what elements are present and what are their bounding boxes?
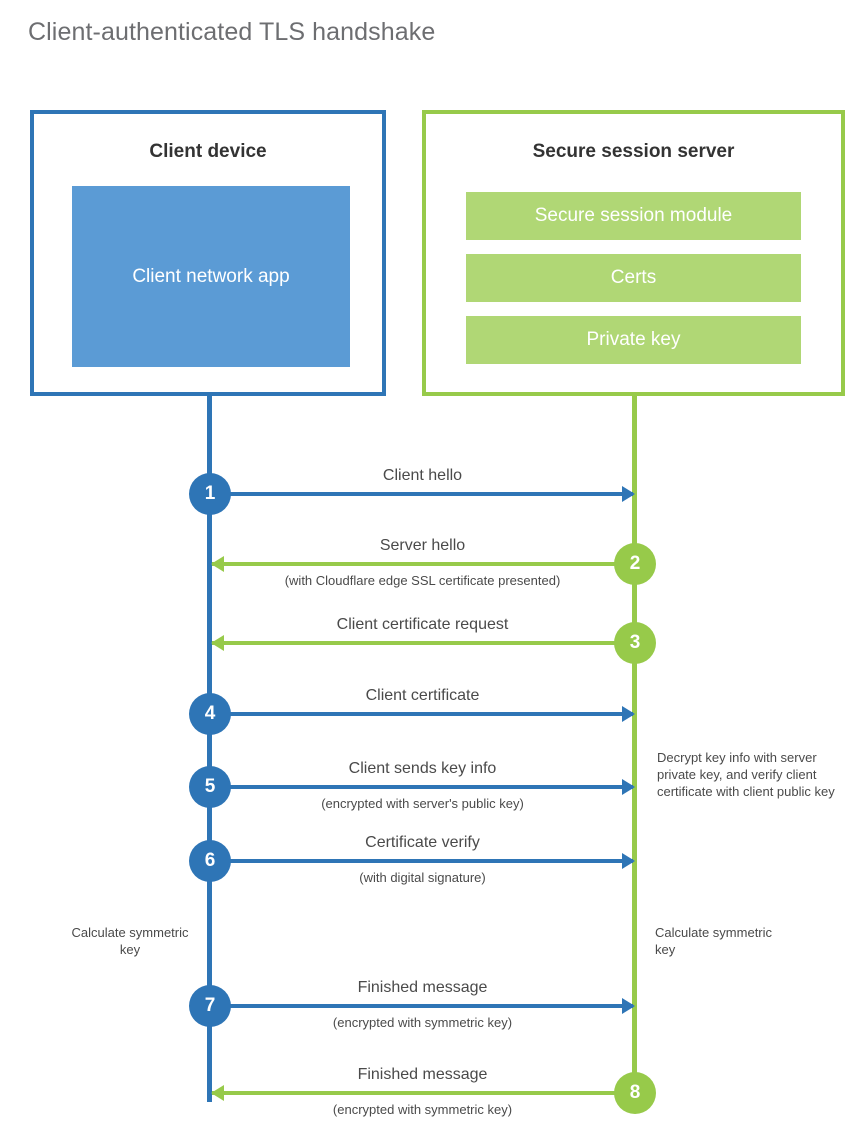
message-label-step-3: Client certificate request xyxy=(336,616,509,633)
arrow-head-left-step-2 xyxy=(211,556,224,572)
arrow-head-right-step-7 xyxy=(622,998,635,1014)
server-block-certs: Certs xyxy=(466,254,801,302)
arrow-line-step-3 xyxy=(212,641,618,645)
client-lifeline xyxy=(207,394,212,1102)
secure-session-server-box: Secure session server Secure session mod… xyxy=(422,110,845,396)
client-device-title: Client device xyxy=(149,141,267,162)
server-lifeline xyxy=(632,394,637,1094)
message-label-step-6: Certificate verify xyxy=(365,834,480,851)
client-network-app-block: Client network app xyxy=(72,186,350,367)
message-sublabel-step-6: (with digital signature) xyxy=(359,870,486,885)
step-circle-7[interactable]: 7 xyxy=(189,985,231,1027)
message-label-step-5: Client sends key info xyxy=(348,760,497,777)
message-sublabel-step-7: (encrypted with symmetric key) xyxy=(332,1015,513,1030)
arrow-head-left-step-3 xyxy=(211,635,224,651)
page-title: Client-authenticated TLS handshake xyxy=(28,18,436,46)
message-label-step-7: Finished message xyxy=(357,979,488,996)
message-sublabel-step-2: (with Cloudflare edge SSL certificate pr… xyxy=(284,573,561,588)
arrow-line-step-4 xyxy=(227,712,633,716)
client-device-box: Client device Client network app xyxy=(30,110,386,396)
arrow-line-step-5 xyxy=(227,785,633,789)
message-label-step-4: Client certificate xyxy=(365,687,480,704)
arrow-line-step-7 xyxy=(227,1004,633,1008)
arrow-line-step-2 xyxy=(212,562,618,566)
note-decrypt-key-info: Decrypt key info with server private key… xyxy=(657,750,835,799)
step-circle-6[interactable]: 6 xyxy=(189,840,231,882)
step-circle-8[interactable]: 8 xyxy=(614,1072,656,1114)
message-label-step-2: Server hello xyxy=(379,537,466,554)
message-sublabel-step-8: (encrypted with symmetric key) xyxy=(332,1102,513,1117)
message-label-step-8: Finished message xyxy=(357,1066,488,1083)
step-circle-4[interactable]: 4 xyxy=(189,693,231,735)
secure-session-server-title: Secure session server xyxy=(532,141,735,162)
arrow-head-right-step-1 xyxy=(622,486,635,502)
arrow-head-right-step-4 xyxy=(622,706,635,722)
step-circle-3[interactable]: 3 xyxy=(614,622,656,664)
arrow-line-step-8 xyxy=(212,1091,618,1095)
arrow-head-left-step-8 xyxy=(211,1085,224,1101)
step-circle-5[interactable]: 5 xyxy=(189,766,231,808)
server-block-secure-session-module: Secure session module xyxy=(466,192,801,240)
message-sublabel-step-5: (encrypted with server's public key) xyxy=(321,796,524,811)
arrow-line-step-6 xyxy=(227,859,633,863)
message-label-step-1: Client hello xyxy=(382,467,463,484)
note-calculate-symmetric-key-client: Calculate symmetric key xyxy=(71,925,189,957)
step-circle-1[interactable]: 1 xyxy=(189,473,231,515)
arrow-head-right-step-5 xyxy=(622,779,635,795)
server-block-private-key: Private key xyxy=(466,316,801,364)
arrow-head-right-step-6 xyxy=(622,853,635,869)
note-calculate-symmetric-key-server: Calculate symmetric key xyxy=(655,925,773,957)
arrow-line-step-1 xyxy=(227,492,633,496)
step-circle-2[interactable]: 2 xyxy=(614,543,656,585)
